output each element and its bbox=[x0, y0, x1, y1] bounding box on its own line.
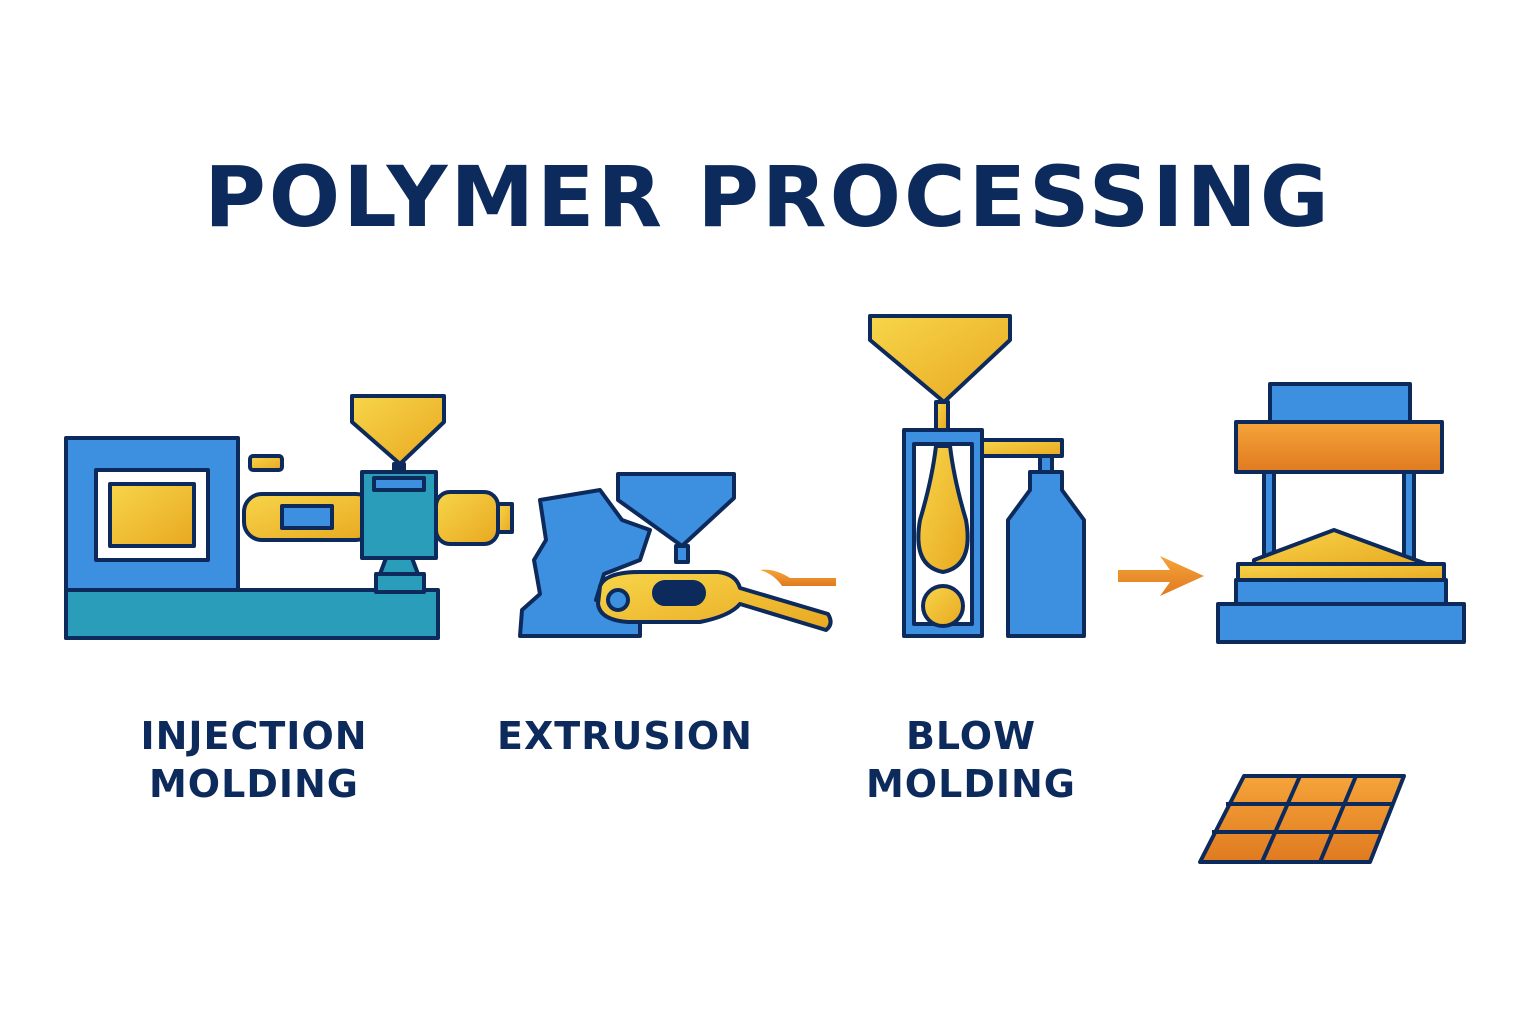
label-line: MOLDING bbox=[148, 762, 359, 806]
label-line: INJECTION bbox=[140, 714, 368, 758]
label-line: MOLDING bbox=[865, 762, 1076, 806]
compression-press-icon bbox=[1216, 382, 1466, 644]
blow-molding-machine-icon bbox=[868, 314, 1086, 638]
page-title: POLYMER PROCESSING bbox=[204, 148, 1332, 246]
injection-molding-machine-icon bbox=[64, 394, 514, 640]
label-injection-molding: INJECTION MOLDING bbox=[110, 712, 398, 808]
label-line: BLOW bbox=[905, 714, 1037, 758]
label-line: EXTRUSION bbox=[497, 714, 753, 758]
label-blow-molding: BLOW MOLDING bbox=[840, 712, 1102, 808]
extruder-icon bbox=[518, 472, 836, 638]
label-extrusion: EXTRUSION bbox=[480, 712, 770, 760]
flow-arrow-icon bbox=[1118, 556, 1204, 596]
molded-parts-tray-icon bbox=[1198, 774, 1406, 864]
